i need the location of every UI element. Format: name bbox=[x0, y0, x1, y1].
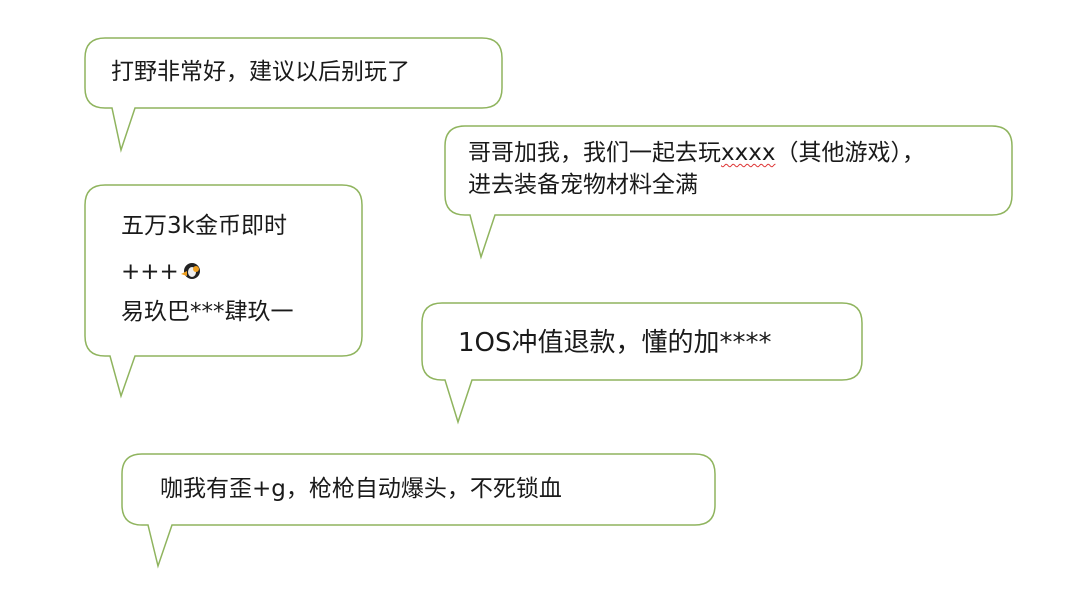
penguin-icon bbox=[180, 263, 200, 279]
bubble-2-line-1: 哥哥加我，我们一起去玩xxxx（其他游戏）， bbox=[468, 137, 925, 169]
bubble-3-line-1: 五万3k金币即时 bbox=[121, 213, 287, 239]
bubble-2-text-b: （其他游戏）， bbox=[775, 140, 925, 166]
speech-bubble-5 bbox=[121, 453, 716, 569]
speech-bubble-2 bbox=[444, 125, 1013, 260]
bubble-2-line-2: 进去装备宠物材料全满 bbox=[468, 172, 698, 198]
speech-bubble-3 bbox=[84, 184, 363, 399]
speech-bubble-4 bbox=[421, 302, 863, 425]
bubble-4-text: 1OS冲值退款，懂的加**** bbox=[458, 328, 772, 358]
bubble-3-plus-text: +++ bbox=[121, 259, 179, 285]
bubble-5-text: 咖我有歪+g，枪枪自动爆头，不死锁血 bbox=[160, 476, 562, 502]
bubble-2-spellcheck-word: xxxx bbox=[721, 140, 776, 166]
speech-bubble-1 bbox=[84, 37, 503, 153]
bubble-3-line-2: +++ bbox=[121, 256, 201, 288]
bubble-1-text: 打野非常好，建议以后别玩了 bbox=[111, 59, 410, 85]
bubble-3-line-3: 易玖巴***肆玖一 bbox=[121, 299, 294, 325]
bubble-2-text-a: 哥哥加我，我们一起去玩 bbox=[468, 140, 721, 166]
